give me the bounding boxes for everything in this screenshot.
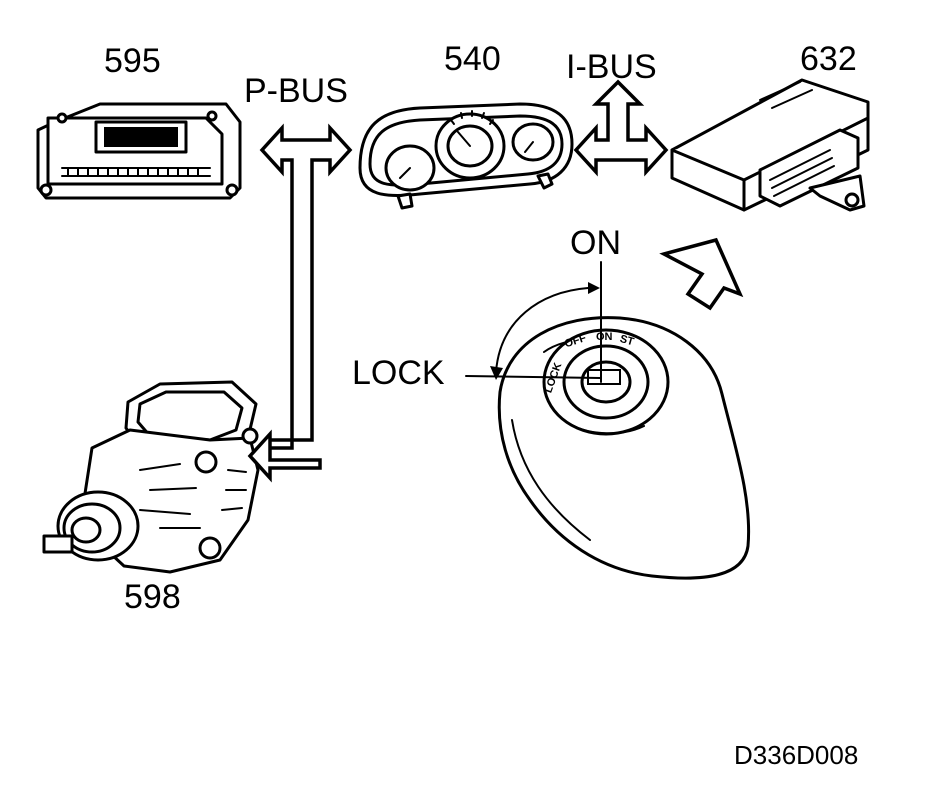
label-pbus: P-BUS [244,72,348,110]
label-lock: LOCK [352,354,445,392]
injection-pump-598-drawing [42,380,260,574]
pbus-arrow [247,123,353,483]
instrument-cluster-540-drawing [358,102,574,210]
label-on: ON [570,224,621,262]
label-598: 598 [124,578,181,616]
ignition-pos-on: ON [596,331,613,343]
label-632: 632 [800,40,857,78]
figure-code: D336D008 [734,740,859,770]
ibus-arrow [573,79,669,177]
ignition-switch-drawing: LOCK OFF ON ST [465,261,751,580]
label-ibus: I-BUS [566,48,657,86]
module-632-drawing [670,78,870,212]
ignition-pos-st: ST [618,333,635,348]
label-540: 540 [444,40,501,78]
pointer-arrow [659,237,744,311]
label-595: 595 [104,42,161,80]
ecm-595-drawing [36,102,242,200]
